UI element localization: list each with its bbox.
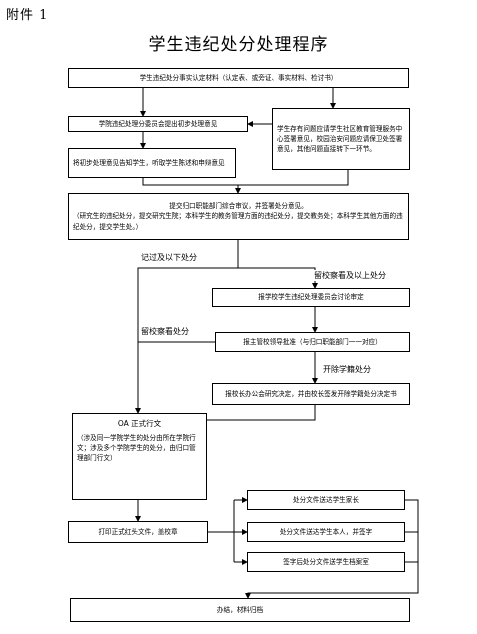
node-send-parents: 处分文件送达学生家长 <box>247 490 405 510</box>
node-department-review: 提交归口职能部门综合审议，并签署处分意见。 （研究生的违纪处分，提交研究生院；本… <box>68 193 409 240</box>
page-title: 学生违纪处分处理程序 <box>148 35 329 55</box>
node-oa-document: OA 正式行文 （涉及同一学院学生的处分由所在学院行文；涉及多个学院学生的处分，… <box>72 413 207 500</box>
edge-label-probation: 留校察看处分 <box>140 326 190 337</box>
node-send-student: 处分文件送达学生本人，并签字 <box>247 522 405 542</box>
node-inform-student: 将初步处理意见告知学生，听取学生陈述和申辩意见 <box>68 148 236 178</box>
edge-label-probation-above: 留校察看及以上处分 <box>313 270 387 281</box>
edge-label-expulsion: 开除学籍处分 <box>322 364 372 375</box>
node-fact-materials: 学生违纪处分事实认定材料（认定表、或旁证、事实材料、检讨书） <box>68 68 409 88</box>
node-other-dept-opinion: 学生存有问题应请学生社区教育管理服务中心签署意见，校园治安问题应请保卫处签署意见… <box>272 108 410 170</box>
node-print-seal: 打印正式红头文件，盖校章 <box>68 521 208 543</box>
node-archive-complete: 办结，材料归档 <box>70 598 410 622</box>
node-leader-approval: 报主管校领导批准（与归口职能部门一一对应） <box>215 332 410 352</box>
node-send-archive: 签字后处分文件送学生档案室 <box>247 552 405 572</box>
node-college-initial-opinion: 学院违纪处理分委员会提出初步处理意见 <box>68 116 248 132</box>
node-president-decision: 报校长办公会研究决定，并由校长签发开除学籍处分决定书 <box>212 383 410 405</box>
attachment-label: 附件 1 <box>6 8 49 23</box>
node-committee-review: 报学校学生违纪处理委员会讨论审定 <box>212 288 410 307</box>
edge-label-demerit: 记过及以下处分 <box>140 252 198 263</box>
